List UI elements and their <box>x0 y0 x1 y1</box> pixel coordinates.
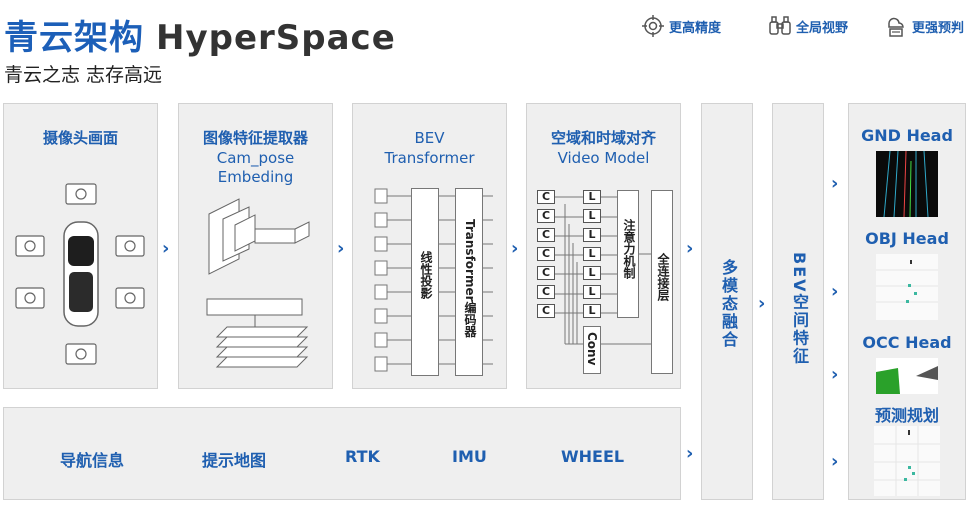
flow-arrow: › <box>758 293 766 314</box>
target-icon <box>642 15 664 37</box>
c-node: C <box>537 266 555 280</box>
bev-feature-label: BEV空间特征 <box>790 252 809 366</box>
transformer-encoder-block: Transformer编码器 <box>455 188 483 376</box>
conv-block: Conv <box>583 326 601 374</box>
flow-arrow: › <box>511 238 519 259</box>
input-imu: IMU <box>452 447 487 466</box>
flow-arrow: › <box>831 281 839 302</box>
camera-panel: 摄像头画面 <box>3 103 158 389</box>
video-title-1: 空域和时域对齐 <box>550 129 656 147</box>
camera-title: 摄像头画面 <box>42 129 118 147</box>
bev-title-2: Transformer <box>384 149 475 167</box>
fc-label: 全连接层 <box>656 253 670 301</box>
video-model-connections <box>555 196 651 345</box>
flow-arrow: › <box>686 443 694 464</box>
l-node: L <box>583 304 601 318</box>
l-node: L <box>583 209 601 223</box>
binoculars-icon <box>769 16 791 35</box>
title-cn: 青云架构 <box>4 18 144 58</box>
flow-arrow: › <box>831 364 839 385</box>
bev-token-diagram <box>374 188 493 372</box>
car-cameras-illustration <box>15 183 145 365</box>
car-icon <box>63 221 99 327</box>
forecast-icon <box>888 17 904 37</box>
bev-title-1: BEV <box>414 129 445 147</box>
page-subtitle: 青云之志 志存高远 <box>4 64 163 86</box>
input-navigation: 导航信息 <box>60 451 125 470</box>
c-column: C C C C C C C <box>537 190 555 318</box>
fully-connected-block: 全连接层 <box>651 190 673 374</box>
extractor-panel: 图像特征提取器 Cam_pose Embeding <box>178 103 333 389</box>
l-node: L <box>583 228 601 242</box>
occ-head-title: OCC Head <box>862 333 952 352</box>
feature-global-view: 全局视野 <box>768 14 848 38</box>
feature-label: 全局视野 <box>796 20 849 36</box>
gnd-head-visual <box>876 151 938 217</box>
feature-prediction: 更强预判 <box>884 14 964 38</box>
gnd-head-title: GND Head <box>861 126 953 145</box>
linear-projection-block: 线性投影 <box>411 188 439 376</box>
occ-head-visual <box>876 358 938 394</box>
c-node: C <box>537 304 555 318</box>
bev-transformer-panel: BEV Transformer 线性投影 Transformer编码器 <box>352 103 507 389</box>
extractor-title-2: Cam_pose <box>216 149 295 167</box>
l-column: L L L L L L L <box>583 190 601 318</box>
flow-arrow: › <box>162 238 170 259</box>
flow-arrow: › <box>831 451 839 472</box>
bev-feature-panel: BEV空间特征 <box>772 103 824 500</box>
l-node: L <box>583 190 601 204</box>
attention-label: 注意力机制 <box>622 219 636 279</box>
video-title-2: Video Model <box>557 149 650 167</box>
obj-head-title: OBJ Head <box>865 229 949 248</box>
attention-block: 注意力机制 <box>617 190 639 318</box>
input-hint-map: 提示地图 <box>202 451 267 470</box>
l-node: L <box>583 247 601 261</box>
input-rtk: RTK <box>345 447 380 466</box>
cnn-illustration <box>206 198 310 368</box>
extractor-title-1: 图像特征提取器 <box>202 129 308 147</box>
fusion-label: 多模态融合 <box>719 259 738 349</box>
flow-arrow: › <box>337 238 345 259</box>
extractor-title-3: Embeding <box>217 168 294 186</box>
feature-precision: 更高精度 <box>641 14 721 38</box>
title-en: HyperSpace <box>156 18 396 58</box>
c-node: C <box>537 228 555 242</box>
feature-label: 更强预判 <box>912 20 965 36</box>
feature-label: 更高精度 <box>669 20 722 36</box>
fusion-panel: 多模态融合 <box>701 103 753 500</box>
projection-label: 线性投影 <box>419 251 433 299</box>
video-model-panel: 空域和时域对齐 Video Model C C C C C C C L L L <box>526 103 681 389</box>
planning-title: 预测规划 <box>874 406 939 425</box>
inputs-panel <box>3 407 681 500</box>
planning-visual <box>874 426 940 496</box>
c-node: C <box>537 247 555 261</box>
l-node: L <box>583 285 601 299</box>
page-title: 青云架构 HyperSpace <box>4 10 396 59</box>
c-node: C <box>537 209 555 223</box>
c-node: C <box>537 190 555 204</box>
conv-label: Conv <box>585 332 599 366</box>
flow-arrow: › <box>686 238 694 259</box>
flow-arrow: › <box>831 173 839 194</box>
encoder-label: Transformer编码器 <box>463 219 477 338</box>
input-wheel: WHEEL <box>561 447 625 466</box>
obj-head-visual <box>876 254 938 320</box>
l-node: L <box>583 266 601 280</box>
c-node: C <box>537 285 555 299</box>
